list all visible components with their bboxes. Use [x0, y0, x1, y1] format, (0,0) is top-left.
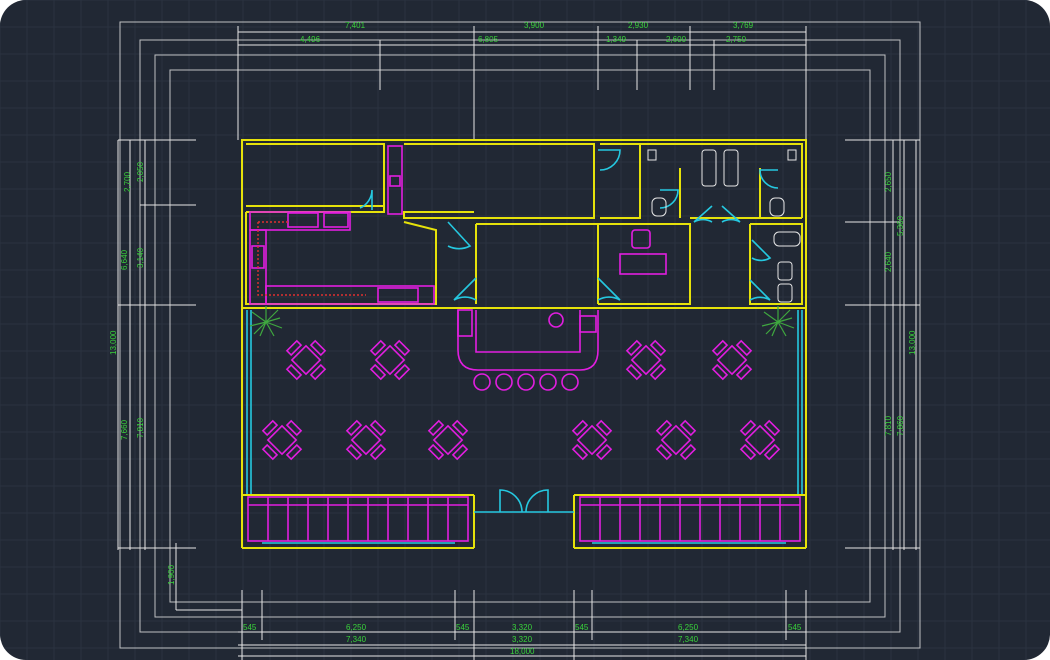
walls	[241, 139, 807, 549]
dim-top-4: 3,769	[733, 21, 754, 30]
dining-table-1	[285, 339, 327, 381]
bar-stool-4	[539, 373, 557, 391]
office-furniture	[619, 229, 667, 275]
dim-left-1: 6,640	[120, 249, 129, 270]
dim-left-5: 3,140	[136, 247, 145, 268]
dining-table-4	[711, 339, 753, 381]
dim-right-2: 2,640	[884, 251, 893, 272]
bar-stool-3	[517, 373, 535, 391]
dim-left-small: 1,900	[167, 564, 176, 585]
dim-top-8: 2,600	[666, 35, 687, 44]
dining-table-7	[427, 419, 469, 461]
drawing-frame	[119, 21, 921, 649]
restroom-fixtures	[647, 149, 801, 303]
dimension-labels: 7,401 3,900 2,930 3,769 4,496 6,805 1,34…	[109, 21, 917, 656]
dining-table-5	[261, 419, 303, 461]
dim-top-2: 3,900	[524, 21, 545, 30]
dim-right-3: 7,810	[884, 415, 893, 436]
dim-right-4: 5,360	[896, 215, 905, 236]
booth-row-1	[247, 496, 469, 542]
dim-bottom-4: 3,320	[512, 623, 533, 632]
dim-top-3: 2,930	[628, 21, 649, 30]
bar-stool-5	[561, 373, 579, 391]
booth-row-2	[579, 496, 801, 542]
dim-bottom-6: 6,250	[678, 623, 699, 632]
dining-table-3	[625, 339, 667, 381]
windows	[246, 310, 803, 544]
dim-bottom-10: 7,340	[678, 635, 699, 644]
dining-table-8	[571, 419, 613, 461]
bar-stools	[473, 373, 579, 391]
dim-bottom-1: 545	[243, 623, 257, 632]
dim-left-total: 13,000	[109, 330, 118, 355]
kitchen-counters	[249, 145, 435, 305]
dim-left-6: 7,810	[136, 417, 145, 438]
dim-left-3: 2,700	[123, 171, 132, 192]
dim-right-1: 2,650	[884, 171, 893, 192]
dining-tables	[261, 339, 781, 461]
dim-bottom-9: 3,320	[512, 635, 533, 644]
dim-right-total: 13,000	[908, 330, 917, 355]
dim-bottom-5: 545	[575, 623, 589, 632]
dining-table-10	[739, 419, 781, 461]
dim-bottom-7: 545	[788, 623, 802, 632]
bar-stool-1	[473, 373, 491, 391]
dim-top-7: 1,349	[606, 35, 627, 44]
dimension-lines	[117, 26, 920, 660]
dim-top-6: 6,805	[478, 35, 499, 44]
doors	[359, 149, 779, 513]
dim-top-9: 2,750	[726, 35, 747, 44]
dining-table-6	[345, 419, 387, 461]
dim-bottom-total: 18,000	[510, 647, 535, 656]
dim-top-5: 4,496	[300, 35, 321, 44]
dining-table-9	[655, 419, 697, 461]
dim-top-1: 7,401	[345, 21, 366, 30]
booth-seating	[247, 496, 801, 542]
dim-left-4: 2,050	[136, 161, 145, 182]
dim-left-2: 7,660	[120, 419, 129, 440]
plants	[249, 306, 795, 337]
dim-bottom-8: 7,340	[346, 635, 367, 644]
dining-table-2	[369, 339, 411, 381]
dim-bottom-3: 545	[456, 623, 470, 632]
bar-stool-2	[495, 373, 513, 391]
dim-right-5: 7,860	[896, 415, 905, 436]
bar-counter	[457, 309, 599, 371]
dim-bottom-2: 6,250	[346, 623, 367, 632]
